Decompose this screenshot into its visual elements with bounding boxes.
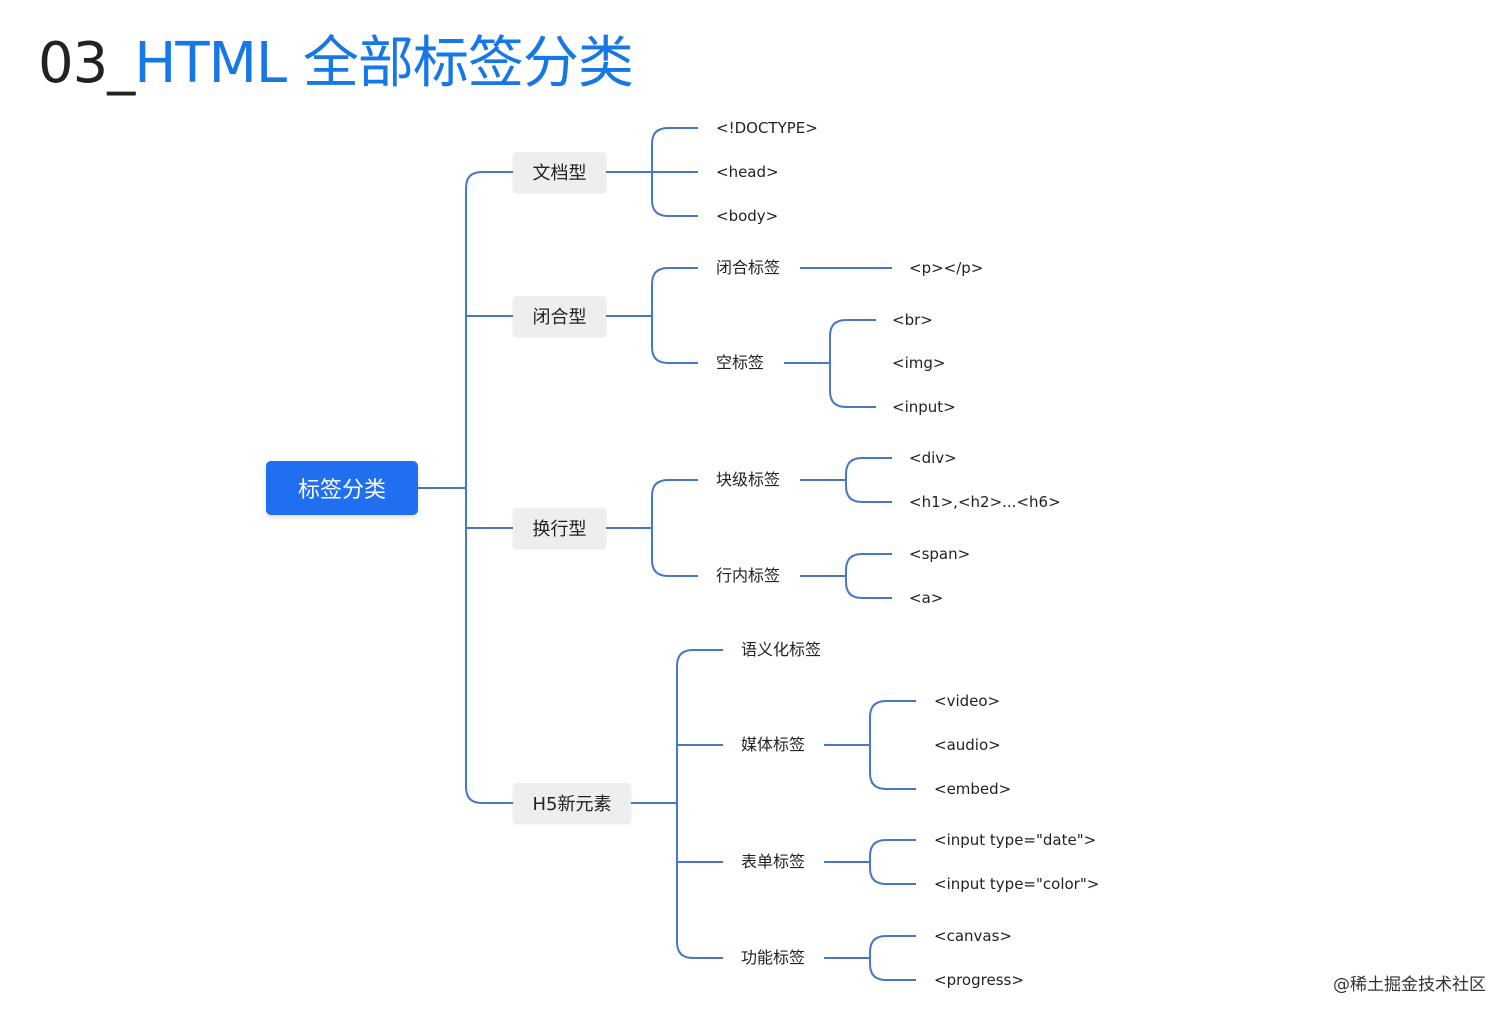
title-main: HTML 全部标签分类 (134, 31, 634, 96)
connector-inline-trunk (845, 553, 892, 599)
connector-huanhang-trunk (651, 479, 698, 577)
leaf-embed: <embed> (934, 780, 1012, 798)
leaf-p: <p></p> (909, 259, 984, 277)
connector-bihe-trunk (651, 267, 698, 364)
subcategory-closed-tag: 闭合标签 (716, 258, 781, 277)
subcategory-function: 功能标签 (741, 948, 806, 967)
root-node: 标签分类 (266, 461, 418, 515)
connector-doc-trunk (651, 127, 698, 217)
category-h5: H5新元素 (513, 783, 631, 823)
h5-connectors (631, 649, 916, 981)
leaf-audio: <audio> (934, 736, 1001, 754)
subcategory-empty-tag: 空标签 (716, 353, 765, 372)
connector-empty-trunk (829, 319, 876, 408)
category-document: 文档型 (513, 152, 606, 192)
connector-h5-trunk (676, 649, 723, 959)
leaf-span: <span> (909, 545, 971, 563)
leaf-input-color: <input type="color"> (934, 875, 1100, 893)
leaf-headings: <h1>,<h2>...<h6> (909, 493, 1061, 511)
page-title: 03_HTML 全部标签分类 (38, 26, 634, 102)
leaf-img: <img> (892, 354, 946, 372)
leaf-br: <br> (892, 311, 933, 329)
leaf-video: <video> (934, 692, 1001, 710)
subcategory-form: 表单标签 (741, 852, 806, 871)
subcategory-block: 块级标签 (716, 470, 781, 489)
leaf-input-date: <input type="date"> (934, 831, 1097, 849)
connector-func-trunk (869, 935, 916, 981)
subcategory-media: 媒体标签 (741, 735, 806, 754)
huanhang-connectors (606, 457, 892, 599)
leaf-doctype: <!DOCTYPE> (716, 119, 818, 137)
leaf-progress: <progress> (934, 971, 1024, 989)
subcategory-semantic: 语义化标签 (741, 640, 822, 659)
leaf-canvas: <canvas> (934, 927, 1012, 945)
title-prefix: 03_ (38, 31, 135, 96)
leaf-body: <body> (716, 207, 779, 225)
watermark-text: @稀土掘金技术社区 (1333, 975, 1486, 995)
leaf-input: <input> (892, 398, 956, 416)
connector-media-trunk (869, 700, 916, 790)
category-closing: 闭合型 (513, 296, 606, 336)
doc-connectors (606, 127, 698, 217)
bihe-connectors (606, 267, 892, 408)
leaf-div: <div> (909, 449, 957, 467)
leaf-a: <a> (909, 589, 944, 607)
root-connectors (418, 171, 513, 804)
category-line-break: 换行型 (513, 508, 606, 548)
subcategory-inline: 行内标签 (716, 566, 781, 585)
connector-form-trunk (869, 839, 916, 885)
connector-root-trunk (465, 171, 513, 804)
leaf-head: <head> (716, 163, 779, 181)
connector-block-trunk (845, 457, 892, 503)
